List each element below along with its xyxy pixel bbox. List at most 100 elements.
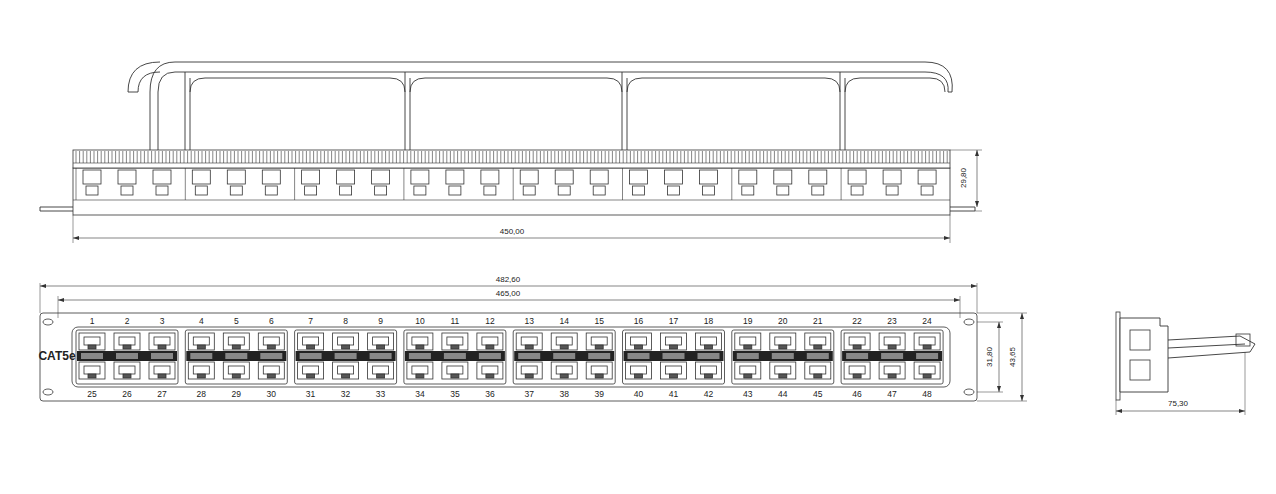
rj45-jack [879,362,905,379]
jack-latch [670,345,678,349]
idc-tooth [641,151,642,163]
jack-latch [486,374,494,378]
jack-latch [744,374,752,378]
idc-tooth [263,151,264,163]
idc-tooth [608,151,609,163]
idc-tooth [313,151,314,163]
rj45-jack [188,333,214,350]
idc-tooth [853,151,854,163]
jack-latch [744,345,752,349]
module-divider [294,168,295,200]
jack-latch [232,374,240,378]
label-window [444,353,466,359]
jack-latch [560,345,568,349]
jack-contacts [84,337,100,345]
idc-tooth [216,151,217,163]
rj45-jack [551,333,577,350]
jack-top-profile [555,170,573,184]
jack-top-profile [302,170,320,184]
jack-latch [123,345,131,349]
jack-latch [158,345,166,349]
jack-contacts [666,337,682,345]
jack-contacts [228,366,244,374]
jack-top-profile [156,186,168,195]
side-cable-manager [1168,344,1245,348]
idc-tooth [634,151,635,163]
port-number: 42 [704,390,713,399]
rj45-jack [735,362,761,379]
jack-contacts [263,337,279,345]
idc-tooth [821,151,822,163]
idc-tooth [554,151,555,163]
jack-top-profile [883,170,901,184]
rj45-jack [516,362,542,379]
idc-tooth [533,151,534,163]
idc-tooth [187,151,188,163]
port-number: 16 [634,317,643,326]
cable-manager-arch [410,78,622,92]
idc-tooth [781,151,782,163]
port-number: 6 [269,317,274,326]
rj45-jack [223,333,249,350]
rj45-jack [407,362,433,379]
idc-tooth [454,151,455,163]
idc-tooth [202,151,203,163]
idc-tooth [162,151,163,163]
idc-tooth [932,151,933,163]
idc-tooth [191,151,192,163]
idc-tooth [918,151,919,163]
dimension-arrow [997,322,1001,328]
dimension-label: 482,60 [494,276,522,284]
label-window [116,353,138,359]
idc-tooth [583,151,584,163]
idc-tooth [464,151,465,163]
extension-line [977,313,1027,314]
module-band [733,351,833,361]
jack-latch [853,345,861,349]
jack-top-profile [739,170,757,184]
jack-latch [635,374,643,378]
idc-tooth [605,151,606,163]
jack-contacts [556,337,572,345]
idc-tooth [104,151,105,163]
module-band [296,351,396,361]
idc-tooth [688,151,689,163]
idc-tooth [335,151,336,163]
idc-tooth [803,151,804,163]
jack-contacts [591,366,607,374]
jack-latch [451,374,459,378]
dimension-arrow [971,284,977,288]
idc-tooth [914,151,915,163]
jack-contacts [154,337,170,345]
jack-top-profile [700,170,718,184]
jack-top-profile [665,170,683,184]
idc-tooth [392,151,393,163]
module-divider [841,168,842,200]
idc-tooth [558,151,559,163]
idc-tooth [515,151,516,163]
jack-latch [416,374,424,378]
cable-manager-bar [150,62,952,150]
termination-strip [73,150,950,168]
rj45-jack [79,333,105,350]
jack-latch [560,374,568,378]
cable-manager-support [405,72,406,150]
jack-top-profile [558,186,570,195]
jack-latch [307,345,315,349]
idc-tooth [133,151,134,163]
idc-tooth [648,151,649,163]
port-number: 30 [267,390,276,399]
dimension-line [73,238,950,239]
port-number: 14 [559,317,568,326]
idc-tooth [637,151,638,163]
rj45-jack [149,362,175,379]
idc-tooth [598,151,599,163]
idc-tooth [896,151,897,163]
label-window [807,353,829,359]
port-number: 24 [922,317,931,326]
idc-tooth [882,151,883,163]
port-number: 43 [743,390,752,399]
jack-contacts [740,366,756,374]
idc-tooth [562,151,563,163]
idc-tooth [176,151,177,163]
